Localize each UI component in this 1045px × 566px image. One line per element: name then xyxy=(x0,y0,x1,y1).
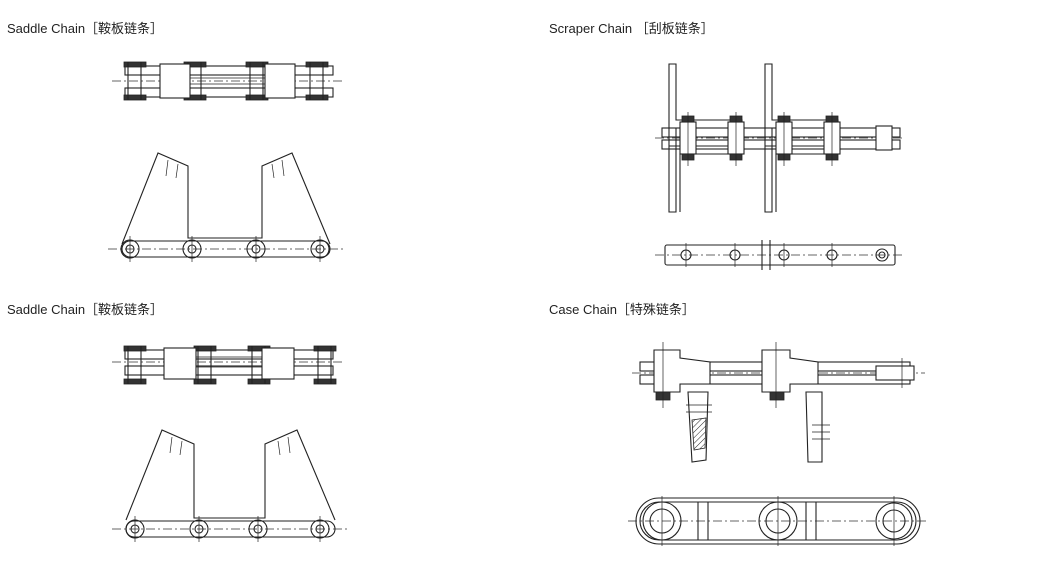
saddle-chain-2-top-view xyxy=(112,345,345,385)
panel-title-saddle-chain-2: Saddle Chain［鞍板链条］ xyxy=(7,302,164,317)
scraper-chain-side-view xyxy=(655,240,905,270)
saddle-chain-1-side-view xyxy=(108,152,344,263)
saddle-chain-1-top-view xyxy=(112,61,345,101)
case-chain-top-view xyxy=(632,342,925,463)
panel-title-case-chain: Case Chain［特殊链条］ xyxy=(549,302,695,317)
case-chain-side-view xyxy=(628,495,928,547)
panel-title-scraper-chain: Scraper Chain ［刮板链条］ xyxy=(549,21,714,36)
scraper-chain-top-view xyxy=(655,63,905,213)
panel-title-saddle-chain-1: Saddle Chain［鞍板链条］ xyxy=(7,21,164,36)
saddle-chain-2-side-view xyxy=(112,429,348,543)
